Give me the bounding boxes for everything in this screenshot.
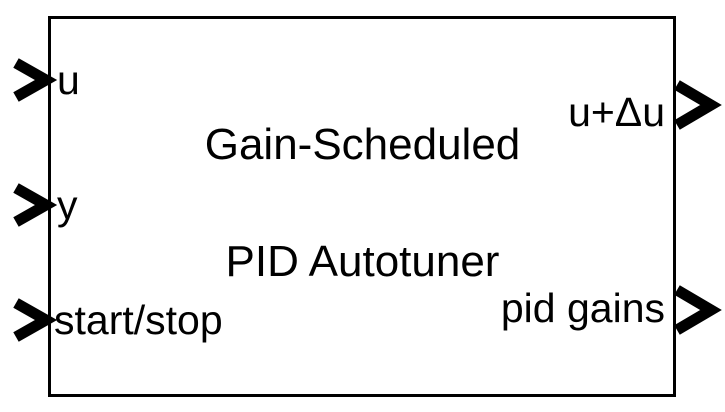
block-title-line-1: Gain-Scheduled [204, 120, 521, 169]
input-port-label-u: u [57, 57, 80, 103]
output-port-chevron-icon [674, 80, 722, 130]
output-port-chevron-icon [674, 285, 722, 335]
input-port-chevron-icon [13, 298, 58, 342]
pid-autotuner-block[interactable] [48, 16, 676, 397]
input-port-y[interactable] [10, 182, 58, 228]
input-port-start-stop[interactable] [10, 297, 58, 343]
input-port-label-start-stop: start/stop [54, 297, 223, 343]
output-port-pid-gains[interactable] [672, 285, 722, 335]
output-port-label-u-plus-delta-u: u+Δu [568, 89, 665, 135]
output-port-u-plus-delta-u[interactable] [672, 80, 722, 130]
input-port-label-y: y [57, 182, 78, 228]
input-port-chevron-icon [13, 183, 58, 227]
input-port-u[interactable] [10, 57, 58, 103]
input-port-chevron-icon [13, 58, 58, 102]
output-port-label-pid-gains: pid gains [500, 285, 665, 331]
block-title-line-2: PID Autotuner [225, 237, 500, 286]
